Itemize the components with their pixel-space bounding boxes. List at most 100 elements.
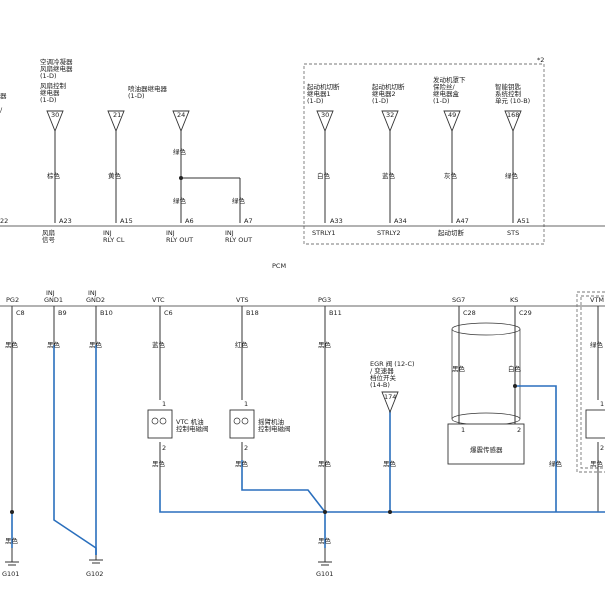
svg-text:2: 2 [244,444,248,452]
svg-text:(1-D): (1-D) [307,97,324,105]
connector-30b: 30 [316,110,334,133]
svg-text:控制电磁阀: 控制电磁阀 [258,424,291,433]
wire-color-top-3: 绿色 [173,147,187,156]
svg-text:摇臂机油: 摇臂机油 [258,417,284,426]
wire-color-b15: 黑色 [590,459,604,468]
svg-text:174: 174 [384,393,396,401]
top-wires [54,131,514,223]
wire-color-b2: 黑色 [47,340,61,349]
signal-injgnd1-1: INJ [46,289,55,297]
svg-text:30: 30 [321,111,329,119]
svg-text:1: 1 [461,426,465,434]
knock-sensor: 1 2 爆震传感器 [447,423,525,465]
wire-color-b8: 白色 [508,364,522,373]
wire-color-top-1: 棕色 [47,171,61,180]
svg-text:(1-D): (1-D) [128,92,145,100]
ground-g101a: G101 [2,556,19,578]
signal-inj-out2-1: INJ [225,229,234,237]
vtc-solenoid: 1 2 VTC 机油 控制电磁阀 [147,400,209,452]
pin-c8: C8 [16,309,25,317]
injector-relay-label: 喷油器继电器 (1-D) [128,84,168,100]
svg-text:24: 24 [177,111,185,119]
signal-vts: VTS [236,296,249,304]
pin-c29: C29 [519,309,532,317]
vtm-group-box [576,291,605,473]
svg-text:168: 168 [507,111,519,119]
pin-a23: A23 [59,217,72,225]
vtm-solenoid: 1 2 [585,400,605,452]
signal-pg3: PG3 [318,296,331,304]
wire-color-g2: 黑色 [318,536,332,545]
wire-color-g1: 黑色 [5,536,19,545]
svg-text:空调冷凝器: 空调冷凝器 [40,57,73,66]
svg-text:继电器: 继电器 [40,88,60,97]
wire-color-b1: 黑色 [5,340,19,349]
signal-ks: KS [510,296,518,304]
pin-a34: A34 [394,217,407,225]
svg-text:EGR 阀 (12-C): EGR 阀 (12-C) [370,359,415,368]
signal-inj-out2-2: RLY OUT [225,236,252,244]
vtm-group-box-inner [580,295,605,469]
svg-text:(1-D): (1-D) [40,96,57,104]
signal-injgnd2-2: GND2 [86,296,105,304]
relay-group-box [303,63,545,245]
svg-text:喷油器继电器: 喷油器继电器 [128,84,168,93]
pin-c28: C28 [463,309,476,317]
signal-inj-cl-1: INJ [103,229,112,237]
signal-injgnd1-2: GND1 [44,296,63,304]
wire-color-top-9: 绿色 [505,171,519,180]
wire-color-top-7: 蓝色 [382,171,396,180]
wire-color-b3: 黑色 [89,340,103,349]
splice-dot-3 [388,510,392,514]
svg-text:智能钥匙: 智能钥匙 [495,82,522,91]
connector-24: 24 [172,110,190,133]
ground-g101b: G101 [316,556,333,578]
knock-sensor-shield [451,322,521,426]
pin-c6: C6 [164,309,173,317]
left-edge-text-1: 器 [0,92,7,100]
blower-relay-label: 空调冷凝器 风扇继电器 (1-D) 风扇控制 继电器 (1-D) [40,57,73,104]
pin-b9: B9 [58,309,67,317]
signal-injgnd2-1: INJ [88,289,97,297]
svg-text:2: 2 [162,444,166,452]
wire-color-b12: 黑色 [318,459,332,468]
svg-text:继电器2: 继电器2 [372,89,396,98]
signal-strly2: STRLY2 [377,229,400,237]
wire-color-b9: 绿色 [590,340,604,349]
svg-text:起动机切断: 起动机切断 [307,82,340,91]
wire-color-top-5: 绿色 [232,196,246,205]
splice-dot-2 [323,510,327,514]
signal-fan-1: 风扇 [42,228,55,237]
pin-b10: B10 [100,309,113,317]
svg-text:(1-D): (1-D) [433,97,450,105]
svg-text:49: 49 [448,111,456,119]
relay-group-marker: *2 [537,56,544,64]
svg-text:系统控制: 系统控制 [495,89,522,98]
signal-inj-out1-2: RLY OUT [166,236,193,244]
svg-text:G101: G101 [2,570,19,578]
connector-168: 168 [504,110,522,133]
svg-text:发动机罩下: 发动机罩下 [433,75,466,84]
pcm-label: PCM [272,262,286,270]
svg-text:G101: G101 [316,570,333,578]
pin-22: 22 [0,217,8,225]
connector-21: 21 [107,110,125,133]
svg-text:起动机切断: 起动机切断 [372,82,405,91]
svg-text:爆震传感器: 爆震传感器 [470,445,503,454]
svg-text:32: 32 [386,111,394,119]
wire-color-b5: 红色 [235,340,249,349]
wire-color-top-6: 白色 [317,171,331,180]
signal-strly1: STRLY1 [312,229,335,237]
pin-b18: B18 [246,309,259,317]
signal-pg2: PG2 [6,296,19,304]
svg-text:继电器1: 继电器1 [307,89,331,98]
svg-text:(1-D): (1-D) [40,72,57,80]
ground-g102: G102 [86,555,103,578]
svg-text:风扇控制: 风扇控制 [40,81,67,90]
svg-text:/ 变速器: / 变速器 [370,366,394,375]
signal-inj-out1-1: INJ [166,229,175,237]
pin-a15: A15 [120,217,133,225]
svg-text:1: 1 [244,400,248,408]
pin-a47: A47 [456,217,469,225]
wire-color-top-4: 绿色 [173,196,187,205]
